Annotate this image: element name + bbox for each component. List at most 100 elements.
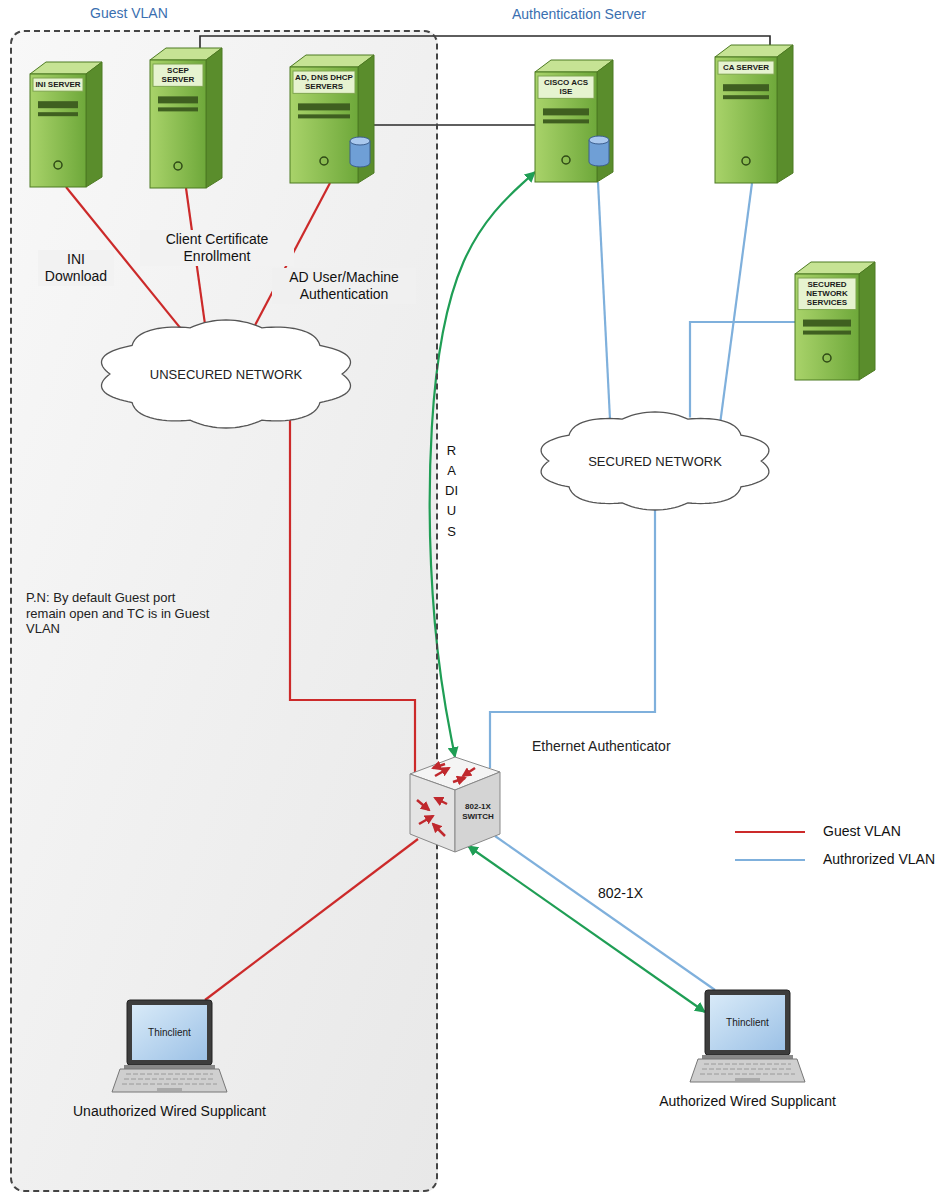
rect-shape xyxy=(127,1000,212,1065)
connector xyxy=(374,124,535,126)
network-cloud: SECURED NETWORK xyxy=(535,410,775,512)
connector xyxy=(490,507,655,768)
polygon-shape xyxy=(690,1059,805,1082)
edge-label: RADIUS xyxy=(443,440,460,543)
path-shape xyxy=(541,412,769,510)
ellipse-shape xyxy=(350,137,370,145)
path-shape xyxy=(419,816,433,824)
thin-client-laptop: ThinclientUnauthorized Wired Supplicant xyxy=(112,1000,227,1095)
connector xyxy=(430,172,535,757)
rect-shape xyxy=(543,119,589,123)
rect-shape xyxy=(795,274,859,380)
connector xyxy=(598,182,610,419)
circle-shape xyxy=(742,157,750,165)
server-tower: CISCO ACS ISE xyxy=(535,60,613,182)
rect-shape xyxy=(150,60,206,188)
polygon-shape xyxy=(206,48,222,188)
node-label: SECURED NETWORK xyxy=(588,454,722,469)
legend-line xyxy=(735,859,805,861)
polygon-shape xyxy=(112,1069,227,1092)
edge-label: 802-1X xyxy=(596,884,645,903)
polygon-shape xyxy=(777,45,793,183)
circle-shape xyxy=(562,156,570,164)
path-shape xyxy=(433,764,445,768)
rect-shape xyxy=(702,1055,793,1059)
path-shape xyxy=(102,320,351,428)
connector xyxy=(720,183,752,424)
rect-shape xyxy=(710,995,785,1050)
line-shape xyxy=(126,1074,213,1075)
circle-shape xyxy=(54,161,62,169)
rect-shape xyxy=(723,84,769,91)
edge-label: INI Download xyxy=(38,250,114,286)
legend-entry: Guest VLAN xyxy=(735,822,945,842)
node-label: Thinclient xyxy=(710,1017,785,1028)
line-shape xyxy=(122,1084,217,1085)
rect-shape xyxy=(38,112,78,116)
path-shape xyxy=(433,824,445,836)
node-label: 802-1X SWITCH xyxy=(457,802,499,821)
rect-shape xyxy=(293,71,355,93)
rect-shape xyxy=(157,1088,182,1091)
legend-text: Authrorized VLAN xyxy=(823,851,935,868)
rect-shape xyxy=(535,72,597,182)
polygon-shape xyxy=(859,262,875,380)
connector xyxy=(495,836,715,990)
connector xyxy=(690,322,795,418)
path-shape xyxy=(417,800,429,810)
rect-shape xyxy=(715,57,777,183)
rect-shape xyxy=(705,990,790,1055)
node-label: UNSECURED NETWORK xyxy=(150,367,302,382)
rect-shape xyxy=(735,1078,760,1081)
connector xyxy=(290,416,415,772)
server-tower: SCEP SERVER xyxy=(150,48,222,188)
node-caption: Unauthorized Wired Supplicant xyxy=(70,1103,270,1121)
node-outline xyxy=(690,990,805,1085)
server-tower: CA SERVER xyxy=(715,45,793,183)
node-label: SECURED NETWORK SERVICES xyxy=(799,280,855,308)
node-label: CA SERVER xyxy=(719,63,773,72)
rect-shape xyxy=(38,101,78,108)
path-shape xyxy=(463,768,475,776)
circle-shape xyxy=(823,354,831,362)
server-tower: AD, DNS DHCP SERVERS xyxy=(290,55,374,183)
polygon-shape xyxy=(410,774,455,852)
line-shape xyxy=(702,1069,793,1070)
node-caption: Authorized Wired Supplicant xyxy=(648,1093,848,1111)
node-outline xyxy=(795,262,875,380)
network-cloud: UNSECURED NETWORK xyxy=(95,318,357,430)
rect-shape xyxy=(298,103,350,110)
edge-label: Client Certificate Enrollment xyxy=(140,230,294,266)
rect-shape xyxy=(538,76,594,98)
line-shape xyxy=(124,1079,215,1080)
rect-shape xyxy=(153,64,203,86)
note-text: P.N: By default Guest port remain open a… xyxy=(26,590,218,637)
heading-label: Ethernet Authenticator xyxy=(532,738,671,755)
node-label: Thinclient xyxy=(132,1027,207,1038)
node-outline xyxy=(112,1000,227,1095)
circle-shape xyxy=(320,157,328,165)
line-shape xyxy=(704,1064,791,1065)
circle-shape xyxy=(174,162,182,170)
connector xyxy=(200,36,770,48)
rect-shape xyxy=(124,1065,215,1069)
server-tower: SECURED NETWORK SERVICES xyxy=(795,262,875,380)
rect-shape xyxy=(543,108,589,115)
legend-line xyxy=(735,831,805,833)
node-label: INI SERVER xyxy=(34,80,82,89)
rect-shape xyxy=(158,107,198,111)
node-label: CISCO ACS ISE xyxy=(539,78,593,96)
connector xyxy=(205,839,418,1000)
thin-client-laptop: ThinclientAuthorized Wired Supplicant xyxy=(690,990,805,1085)
polygon-shape xyxy=(86,62,102,187)
server-tower: INI SERVER xyxy=(30,62,102,187)
line-shape xyxy=(700,1074,795,1075)
rect-shape xyxy=(298,114,350,118)
node-label: SCEP SERVER xyxy=(154,66,202,84)
rect-shape xyxy=(803,320,851,327)
connector xyxy=(468,846,705,1012)
rect-shape xyxy=(803,331,851,335)
rect-shape xyxy=(723,95,769,99)
rect-shape xyxy=(718,61,774,74)
